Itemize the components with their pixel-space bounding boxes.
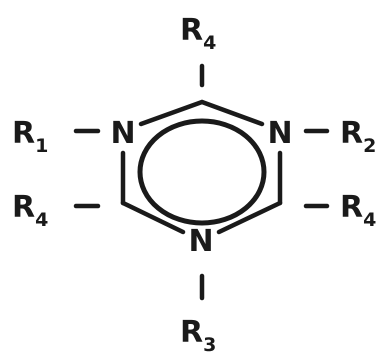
- substituent-bonds: [73, 63, 330, 301]
- substituent-left-lower: R4: [12, 190, 48, 231]
- substituent-bottom: R3: [180, 315, 216, 356]
- bond-c-right-to-n3: [216, 200, 283, 235]
- substituent-right-upper: R2: [340, 116, 376, 157]
- substituent-top: R4: [180, 13, 216, 54]
- substituent-left-upper: R1: [12, 116, 48, 157]
- bond-c-top-to-n2: [199, 99, 265, 127]
- bond-c-left-to-n3: [120, 200, 186, 235]
- ring-bonds: [120, 99, 283, 235]
- ring-inner-circle: [137, 118, 267, 226]
- ring-atom-n2: N: [267, 116, 292, 151]
- bond-c-top-to-n1: [138, 99, 205, 127]
- ring-atom-n1: N: [110, 116, 135, 151]
- ring-atom-n3: N: [188, 224, 213, 259]
- substituent-right-lower: R4: [340, 190, 376, 231]
